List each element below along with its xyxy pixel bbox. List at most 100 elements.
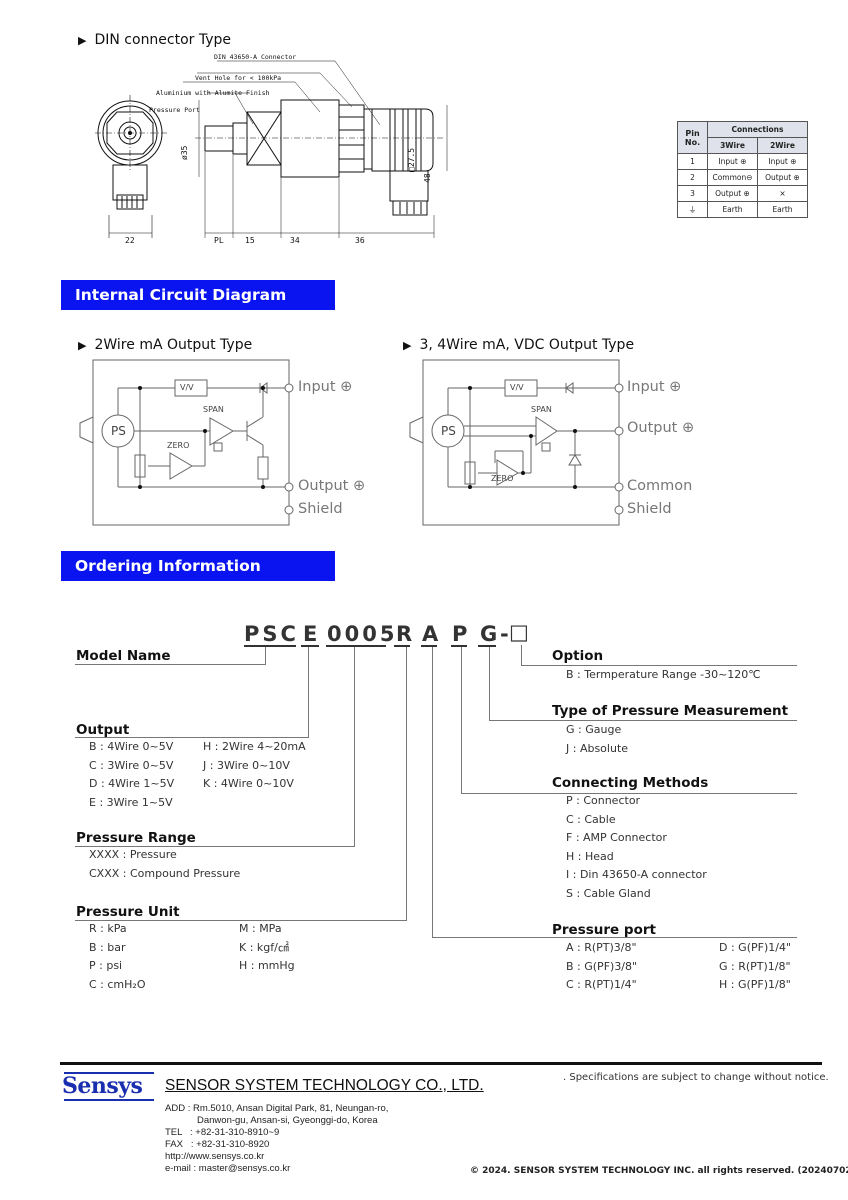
address-line2: Danwon-gu, Ansan-si, Gyeonggi-do, Korea [197, 1115, 378, 1126]
pressure-unit-col2: M : MPa K : kgf/㎠ H : mmHg [239, 920, 295, 976]
terminal-shield-right: Shield [627, 501, 672, 517]
connecting-option: I : Din 43650-A connector [566, 868, 707, 881]
pin-no-header: Pin No. [677, 121, 708, 154]
pressure-range-option: CXXX : Compound Pressure [89, 866, 241, 880]
model-code-range: 0005 [327, 622, 398, 646]
model-code-unit: R [396, 622, 416, 646]
3wire-cell: Common⊖ [707, 169, 758, 186]
2wire-cell: Output ⊕ [757, 169, 808, 186]
dim-34: 34 [290, 236, 300, 245]
callout-din-connector: DIN 43650-A Connector [214, 53, 297, 61]
port-option: D : G(PF)1/4" [719, 941, 791, 954]
port-option: C : R(PT)1/4" [566, 978, 637, 991]
model-code-measure: G [480, 622, 501, 646]
terminal-input-right: Input ⊕ [627, 379, 682, 395]
fax: FAX : +82-31-310-8920 [165, 1139, 270, 1150]
triangle-bullet-icon: ▶ [403, 339, 412, 352]
option-list: B : Termperature Range -30~120℃ [566, 666, 761, 685]
circuit-34wire-diagram [409, 359, 624, 526]
option-item: B : Termperature Range -30~120℃ [566, 668, 761, 681]
section-band-circuit: Internal Circuit Diagram [61, 280, 335, 310]
model-code-port: A [422, 622, 442, 646]
terminal-input-left: Input ⊕ [298, 379, 353, 395]
output-list-col2: H : 2Wire 4~20mA J : 3Wire 0~10V K : 4Wi… [203, 738, 306, 794]
address-line1: ADD : Rm.5010, Ansan Digital Park, 81, N… [165, 1103, 389, 1114]
vv-label-left: V/V [180, 383, 194, 392]
right-circuit-title-text: 3, 4Wire mA, VDC Output Type [419, 337, 635, 353]
pin-cell: 3 [677, 185, 708, 202]
terminal-output-right: Output ⊕ [627, 420, 695, 436]
connecting-option: S : Cable Gland [566, 886, 651, 900]
port-option: H : G(PF)1/8" [719, 978, 791, 991]
pressure-unit-option: C : cmH₂O [89, 977, 146, 991]
2wire-cell: Input ⊕ [757, 153, 808, 170]
email-link[interactable]: e-mail : master@sensys.co.kr [165, 1163, 291, 1174]
right-circuit-title: ▶ 3, 4Wire mA, VDC Output Type [403, 337, 634, 353]
terminal-output-left: Output ⊕ [298, 478, 366, 494]
pin-cell: 1 [677, 153, 708, 170]
2wire-cell: × [757, 185, 808, 202]
option-title: Option [552, 648, 604, 664]
2wire-header: 2Wire [757, 137, 808, 154]
model-code-connect: P [452, 622, 471, 646]
terminal-shield-left: Shield [298, 501, 343, 517]
3wire-cell: Earth [707, 201, 758, 218]
port-col2: D : G(PF)1/4" G : R(PT)1/8" H : G(PF)1/8… [719, 939, 791, 995]
model-code-output: E [303, 622, 321, 646]
output-option: B : 4Wire 0~5V [89, 740, 174, 753]
measurement-option: J : Absolute [566, 741, 629, 755]
pressure-range-list: XXXX : Pressure CXXX : Compound Pressure [89, 846, 240, 883]
din-title-text: DIN connector Type [94, 32, 232, 48]
pressure-range-option: XXXX : Pressure [89, 848, 177, 861]
dim-36: 36 [355, 236, 365, 245]
triangle-bullet-icon: ▶ [78, 339, 87, 352]
pressure-unit-option: M : MPa [239, 922, 282, 935]
output-title: Output [76, 722, 130, 738]
din-connector-drawing [95, 60, 448, 238]
din-section-title: ▶ DIN connector Type [78, 32, 231, 48]
website-link[interactable]: http://www.sensys.co.kr [165, 1151, 265, 1162]
company-name: SENSOR SYSTEM TECHNOLOGY CO., LTD. [165, 1077, 484, 1094]
dim-48: 48 [423, 173, 432, 183]
measurement-option: G : Gauge [566, 723, 622, 736]
spec-notice: . Specifications are subject to change w… [563, 1072, 829, 1083]
connecting-option: C : Cable [566, 812, 616, 826]
model-code-dash: - [500, 622, 509, 646]
logo-rule-bottom [64, 1099, 154, 1101]
2wire-cell: Earth [757, 201, 808, 218]
sensys-logo: Sensys [62, 1073, 143, 1099]
connecting-option: F : AMP Connector [566, 831, 667, 844]
ps-label-left: PS [111, 424, 126, 438]
3wire-cell: Input ⊕ [707, 153, 758, 170]
pressure-unit-option: H : mmHg [239, 959, 295, 972]
3wire-cell: Output ⊕ [707, 185, 758, 202]
zero-label-right: ZERO [491, 474, 514, 483]
pressure-unit-option: K : kgf/㎠ [239, 940, 289, 954]
span-label-right: SPAN [531, 405, 552, 414]
left-circuit-title: ▶2Wire mA Output Type [78, 337, 252, 353]
model-code-option-box: □ [509, 620, 529, 644]
earth-icon: ⏚ [677, 201, 708, 218]
measurement-list: G : Gauge J : Absolute [566, 721, 628, 758]
output-option: D : 4Wire 1~5V [89, 777, 175, 790]
callout-pressure-port: Pressure Port [149, 106, 200, 114]
model-name-label: Model Name [76, 648, 171, 664]
port-title: Pressure port [552, 922, 656, 938]
callout-aluminium: Aluminium with Alumite Finish [156, 89, 270, 97]
output-option: J : 3Wire 0~10V [203, 758, 290, 772]
terminal-common-right: Common [627, 478, 693, 494]
triangle-bullet-icon: ▶ [78, 34, 87, 47]
span-label-left: SPAN [203, 405, 224, 414]
section-band-ordering: Ordering Information [61, 551, 335, 581]
port-option: B : G(PF)3/8" [566, 959, 638, 973]
3wire-header: 3Wire [707, 137, 758, 154]
connecting-list: P : Connector C : Cable F : AMP Connecto… [566, 792, 707, 903]
ps-label-right: PS [441, 424, 456, 438]
pressure-unit-option: R : kPa [89, 922, 127, 935]
circuit-2wire-diagram [79, 359, 294, 526]
output-list-col1: B : 4Wire 0~5V C : 3Wire 0~5V D : 4Wire … [89, 738, 174, 812]
